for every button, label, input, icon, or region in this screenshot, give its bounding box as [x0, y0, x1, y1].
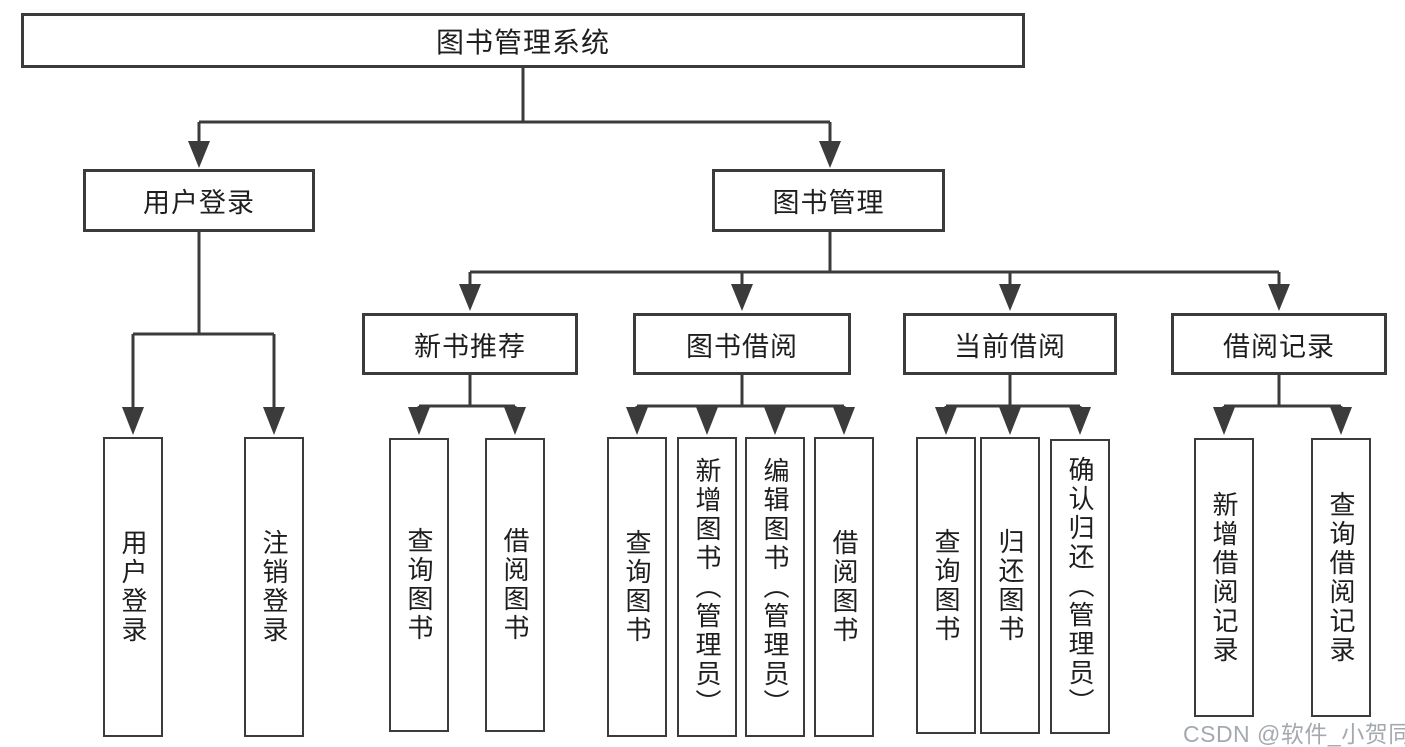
- leaf-current-return-books: 归还图书: [980, 437, 1040, 734]
- leaf-recommend-borrow-books: 借阅图书: [485, 438, 545, 732]
- node-book-borrowing: 图书借阅: [633, 313, 851, 375]
- leaf-records-add-borrow-record: 新增借阅记录: [1194, 438, 1254, 717]
- leaf-current-query-books: 查询图书: [916, 437, 976, 734]
- node-book-management: 图书管理: [712, 169, 945, 232]
- leaf-borrowing-query-books: 查询图书: [607, 437, 667, 737]
- node-library-management-system: 图书管理系统: [21, 13, 1025, 68]
- watermark-text: CSDN @软件_小贺同学: [1183, 721, 1405, 747]
- leaf-user-login: 用户登录: [103, 437, 163, 737]
- arrowheads: [122, 141, 1352, 435]
- connector-current-to-leaves: [944, 375, 1082, 409]
- node-user-login: 用户登录: [83, 169, 315, 232]
- leaf-borrowing-add-books-admin: 新增图书（管理员）: [677, 437, 737, 737]
- node-borrow-records: 借阅记录: [1171, 313, 1387, 375]
- leaf-current-confirm-return-admin: 确认归还（管理员）: [1050, 439, 1110, 734]
- leaf-borrowing-borrow-books: 借阅图书: [814, 437, 874, 737]
- connector-borrow-to-leaves: [635, 375, 846, 409]
- node-new-book-recommendation: 新书推荐: [362, 313, 578, 375]
- node-current-borrowing: 当前借阅: [903, 313, 1117, 375]
- connector-root-to-level2: [197, 66, 832, 144]
- leaf-borrowing-edit-books-admin: 编辑图书（管理员）: [745, 437, 805, 737]
- connector-userlogin-to-leaves: [131, 230, 276, 409]
- connector-records-to-leaves: [1222, 375, 1343, 409]
- leaf-recommend-query-books: 查询图书: [389, 438, 449, 732]
- leaf-logout: 注销登录: [244, 437, 304, 737]
- connector-bookmgmt-to-level3: [468, 230, 1281, 287]
- leaf-records-query-borrow-record: 查询借阅记录: [1311, 438, 1371, 717]
- connector-newrec-to-leaves: [417, 375, 517, 409]
